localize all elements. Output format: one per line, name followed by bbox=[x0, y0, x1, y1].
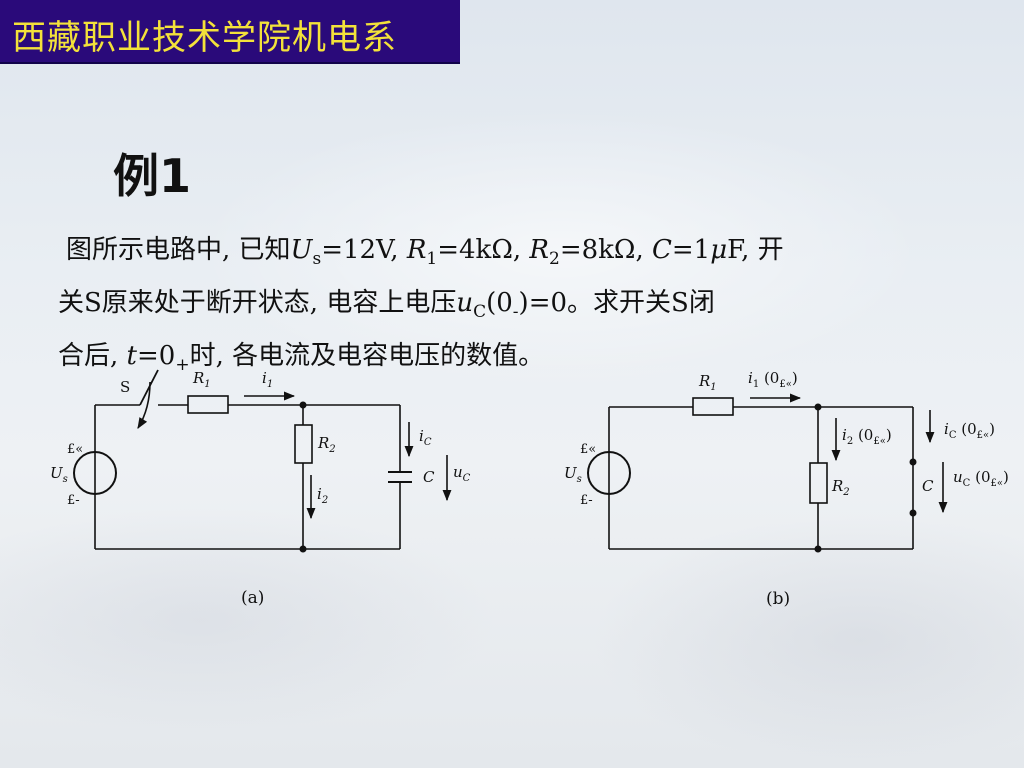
sub: 2 bbox=[548, 249, 560, 270]
label-uc-b: uC (0£«) bbox=[953, 468, 1009, 489]
node bbox=[814, 545, 822, 553]
node bbox=[909, 458, 917, 466]
label-i2: i2 bbox=[317, 485, 328, 506]
switch-blade bbox=[139, 369, 159, 406]
text: =1 bbox=[671, 235, 711, 265]
circuit-a-labels: S R1 i1 R2 i2 iC C uC Us £« £- (a) bbox=[50, 369, 471, 608]
label-us-b: Us bbox=[564, 464, 582, 485]
sub: s bbox=[312, 249, 322, 270]
text: (0 bbox=[486, 288, 513, 319]
text: 图所示电路中, 已知 bbox=[66, 235, 291, 265]
label-r1: R1 bbox=[192, 369, 211, 390]
text: 关S原来处于断开状态, 电容上电压 bbox=[58, 288, 457, 319]
caption-b: (b) bbox=[766, 589, 790, 609]
label-i1-b: i1 (0£«) bbox=[748, 369, 798, 390]
problem-statement: 图所示电路中, 已知Us=12V, R1=4kΩ, R2=8kΩ, C=1μF,… bbox=[58, 228, 898, 388]
text: =8kΩ, bbox=[559, 235, 652, 265]
header-title: 西藏职业技术学院机电系 bbox=[12, 18, 397, 58]
label-switch: S bbox=[120, 378, 130, 396]
label-c-b: C bbox=[922, 477, 934, 495]
text: F, 开 bbox=[727, 235, 784, 265]
label-plus-b: £« bbox=[580, 442, 596, 457]
var-r2: R bbox=[529, 235, 549, 265]
var-us: U bbox=[290, 235, 313, 265]
label-r2-b: R2 bbox=[831, 477, 850, 498]
label-ic: iC bbox=[419, 427, 432, 448]
caption-a: (a) bbox=[241, 588, 264, 608]
label-c: C bbox=[423, 468, 435, 486]
resistor-r2-b bbox=[809, 462, 828, 504]
label-us: Us bbox=[50, 464, 68, 485]
label-i1: i1 bbox=[262, 369, 273, 390]
sub: C bbox=[473, 302, 487, 323]
var-mu: μ bbox=[710, 235, 728, 265]
header-bar: 西藏职业技术学院机电系 bbox=[0, 0, 460, 64]
switch-arrow bbox=[137, 381, 151, 429]
label-r1-b: R1 bbox=[698, 372, 717, 393]
example-title: 例1 bbox=[113, 149, 192, 203]
var-c: C bbox=[651, 235, 672, 265]
problem-line-2: 关S原来处于断开状态, 电容上电压uC(0-)=0。求开关S闭 bbox=[58, 281, 898, 334]
sub: - bbox=[512, 302, 519, 323]
label-r2: R2 bbox=[317, 434, 336, 455]
label-i2-b: i2 (0£«) bbox=[842, 426, 892, 447]
sub: + bbox=[175, 355, 190, 376]
problem-line-1: 图所示电路中, 已知Us=12V, R1=4kΩ, R2=8kΩ, C=1μF,… bbox=[58, 228, 898, 281]
sub: 1 bbox=[426, 249, 438, 270]
resistor-r1-b bbox=[692, 397, 734, 416]
text: =4kΩ, bbox=[437, 235, 530, 265]
node bbox=[299, 401, 307, 409]
node bbox=[909, 509, 917, 517]
var-r1: R bbox=[406, 235, 427, 265]
label-minus-b: £- bbox=[580, 493, 593, 508]
label-ic-b: iC (0£«) bbox=[944, 420, 995, 441]
circuit-b-labels: R1 i1 (0£«) i2 (0£«) R2 iC (0£«) C uC (0… bbox=[564, 369, 1009, 609]
text: 时, 各电流及电容电压的数值。 bbox=[189, 341, 545, 372]
text: 合后, bbox=[58, 341, 127, 372]
circuit-b bbox=[587, 393, 948, 550]
resistor-r1-a bbox=[187, 395, 229, 414]
circuit-a-nodes bbox=[299, 401, 307, 553]
var-u: u bbox=[456, 288, 474, 319]
label-minus: £- bbox=[67, 493, 80, 508]
text: =12V, bbox=[321, 235, 407, 265]
resistor-r2-a bbox=[294, 424, 313, 464]
text: =0 bbox=[136, 341, 176, 372]
node bbox=[814, 403, 822, 411]
node bbox=[299, 545, 307, 553]
problem-line-3: 合后, t=0+时, 各电流及电容电压的数值。 bbox=[58, 334, 898, 387]
label-uc: uC bbox=[453, 463, 471, 484]
circuit-a bbox=[73, 369, 452, 550]
text: )=0。求开关S闭 bbox=[518, 288, 715, 319]
label-plus: £« bbox=[67, 442, 83, 457]
var-t: t bbox=[126, 341, 137, 372]
circuit-b-nodes bbox=[814, 403, 917, 553]
